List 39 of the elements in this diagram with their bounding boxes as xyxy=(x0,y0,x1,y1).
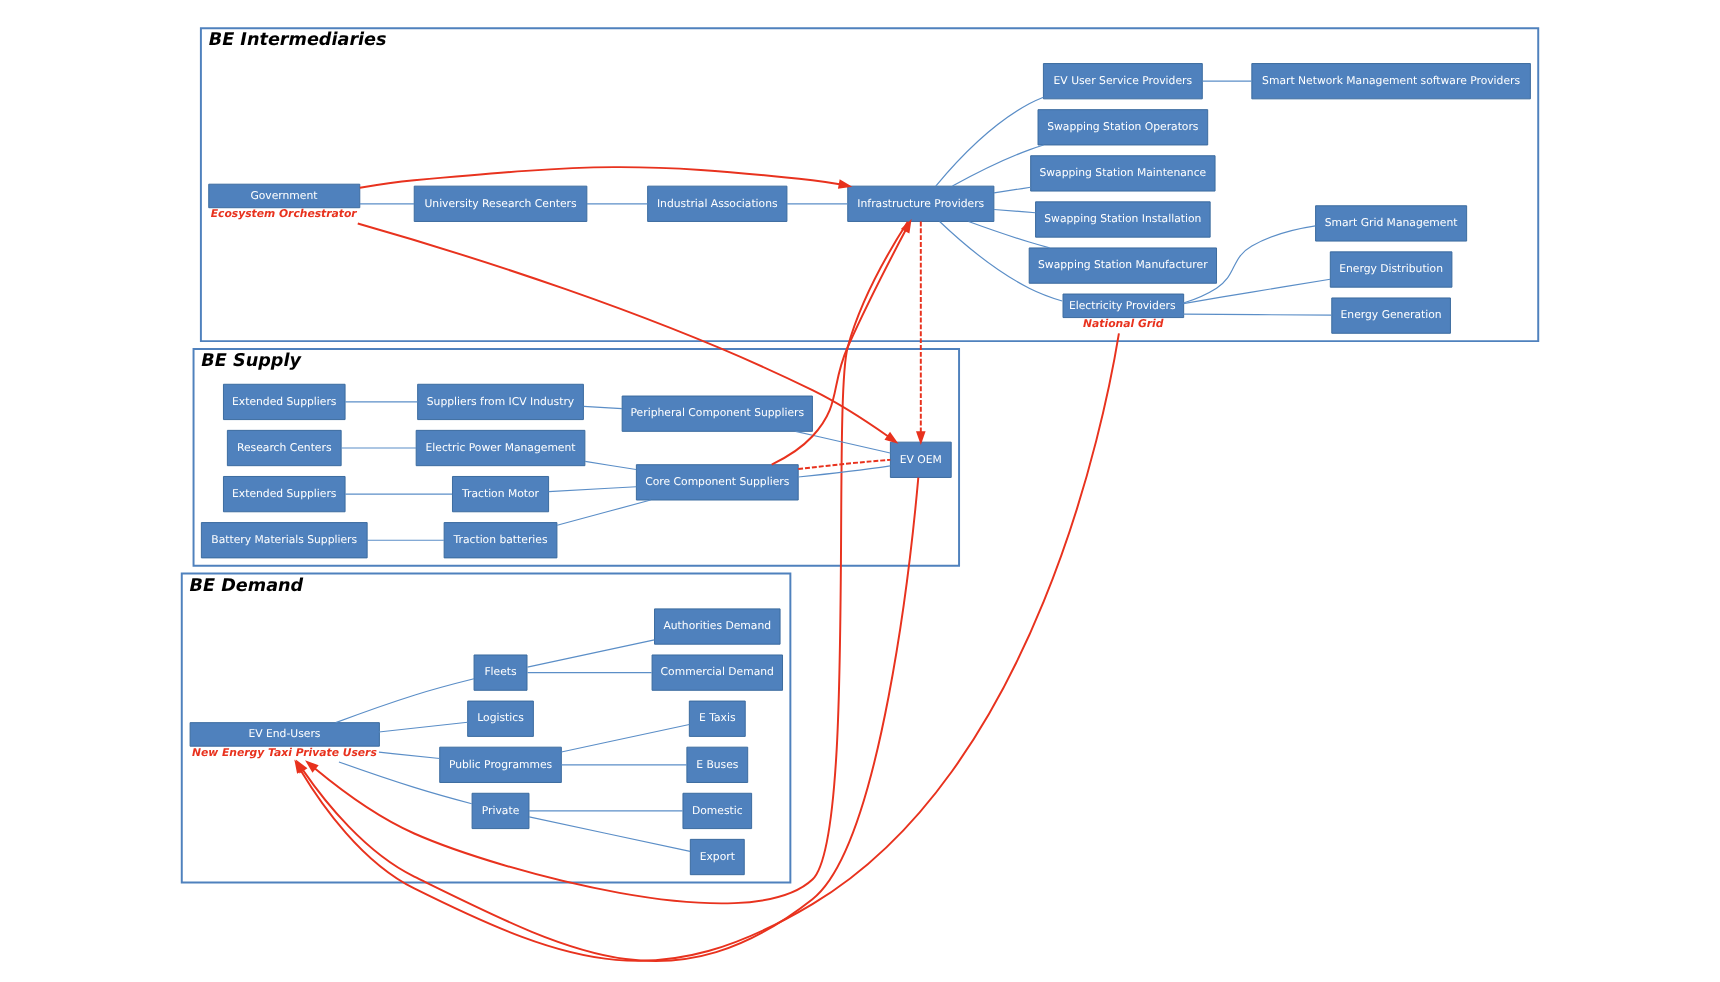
connector xyxy=(967,220,1051,249)
connector xyxy=(526,639,655,668)
connector xyxy=(340,447,417,449)
arrow xyxy=(305,220,909,905)
connector xyxy=(548,486,637,493)
connector xyxy=(1182,313,1332,316)
arrow xyxy=(356,222,899,444)
connector xyxy=(786,203,849,205)
connector xyxy=(378,751,441,760)
connector xyxy=(556,499,652,526)
connector xyxy=(951,144,1045,187)
connector xyxy=(795,430,891,454)
connector xyxy=(1182,278,1331,305)
connector xyxy=(797,458,892,471)
connector xyxy=(583,405,623,410)
connector xyxy=(993,208,1036,214)
connector xyxy=(993,186,1032,194)
connector xyxy=(560,764,688,766)
connector xyxy=(939,220,1063,302)
connector xyxy=(338,761,473,805)
connector xyxy=(586,203,649,205)
connector xyxy=(1182,225,1317,304)
connector xyxy=(1202,80,1253,82)
connector xyxy=(359,203,415,205)
connector xyxy=(797,465,891,478)
connector xyxy=(528,816,691,852)
connector xyxy=(526,672,653,674)
arrow xyxy=(916,220,926,445)
connector xyxy=(366,539,445,541)
connector xyxy=(584,460,637,471)
connector xyxy=(528,810,684,812)
connector xyxy=(935,96,1044,187)
connector xyxy=(344,493,453,495)
arrow xyxy=(358,166,853,189)
connector xyxy=(344,401,419,403)
connector xyxy=(335,678,475,724)
connector xyxy=(378,721,469,733)
connector xyxy=(560,723,690,753)
arrow xyxy=(770,219,912,466)
